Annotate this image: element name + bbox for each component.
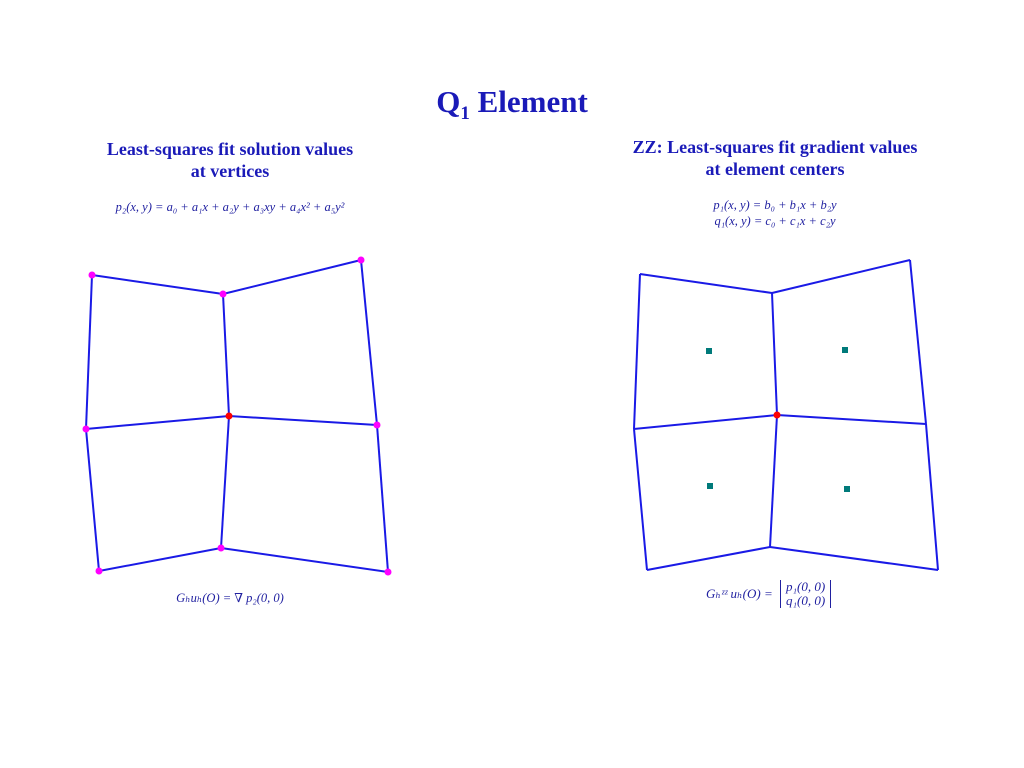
left-heading-line2: at vertices [190, 161, 270, 181]
left-mesh [82, 256, 392, 576]
right-gradient-label: Gₕᶻᶻ uₕ(O) = [706, 586, 773, 601]
mesh-edge [639, 273, 773, 294]
mesh-edge [925, 423, 939, 571]
vertex-dot [384, 568, 392, 576]
vertex-dot [357, 256, 365, 264]
mesh-edge [376, 424, 389, 573]
center-vertex-dot [225, 412, 233, 420]
element-center-marker [707, 483, 713, 489]
right-q1-formula: q₁(x, y) = c₀ + c₁x + c₂y [714, 214, 836, 228]
right-heading: ZZ: Least-squares fit gradient values at… [590, 136, 960, 180]
right-gradient-formula: Gₕᶻᶻ uₕ(O) = p₁(0, 0) q₁(0, 0) [706, 579, 832, 608]
matrix-row-1: p₁(0, 0) [786, 579, 826, 594]
mesh-edge [85, 415, 230, 430]
center-vertex-dot [773, 411, 781, 419]
mesh-edge [220, 547, 389, 573]
left-heading-line1: Least-squares fit solution values [106, 139, 354, 159]
mesh-edge [633, 428, 648, 571]
mesh-edge [222, 259, 362, 295]
left-heading: Least-squares fit solution values at ver… [60, 138, 400, 182]
vertex-dot [82, 425, 90, 433]
vertex-dot [95, 567, 103, 575]
right-mesh [633, 259, 939, 571]
right-heading-line2: at element centers [705, 159, 845, 179]
right-heading-line1: ZZ: Least-squares fit gradient values [632, 137, 918, 157]
mesh-edge [360, 259, 378, 426]
vertex-dot [217, 544, 225, 552]
mesh-edge [85, 428, 100, 572]
left-polynomial-formula: p₂(x, y) = a₀ + a₁x + a₂y + a₃xy + a₄x² … [115, 200, 345, 214]
matrix-row-2: q₁(0, 0) [786, 593, 826, 608]
vertex-dot [88, 271, 96, 279]
mesh-edge [769, 414, 778, 548]
mesh-edge [222, 293, 230, 417]
mesh-edge [909, 259, 927, 425]
right-p1-formula: p₁(x, y) = b₀ + b₁x + b₂y [713, 198, 837, 212]
mesh-edge [228, 415, 378, 426]
mesh-edge [769, 546, 939, 571]
mesh-edge [771, 259, 911, 294]
mesh-edge [771, 292, 778, 416]
element-center-marker [706, 348, 712, 354]
mesh-edge [85, 274, 93, 430]
mesh-edge [776, 414, 927, 425]
mesh-edge [633, 273, 641, 430]
element-center-marker [842, 347, 848, 353]
mesh-edge [91, 274, 224, 295]
mesh-edge [220, 415, 230, 549]
mesh-edge [98, 547, 222, 572]
left-gradient-formula: Gₕuₕ(O) = ∇ p₂(0, 0) [176, 591, 284, 605]
gradient-matrix: p₁(0, 0) q₁(0, 0) [780, 579, 832, 608]
vertex-dot [373, 421, 381, 429]
slide-title: Q1 Element [436, 84, 588, 125]
vertex-dot [219, 290, 227, 298]
mesh-edge [633, 414, 778, 430]
mesh-edge [646, 546, 771, 571]
element-center-marker [844, 486, 850, 492]
